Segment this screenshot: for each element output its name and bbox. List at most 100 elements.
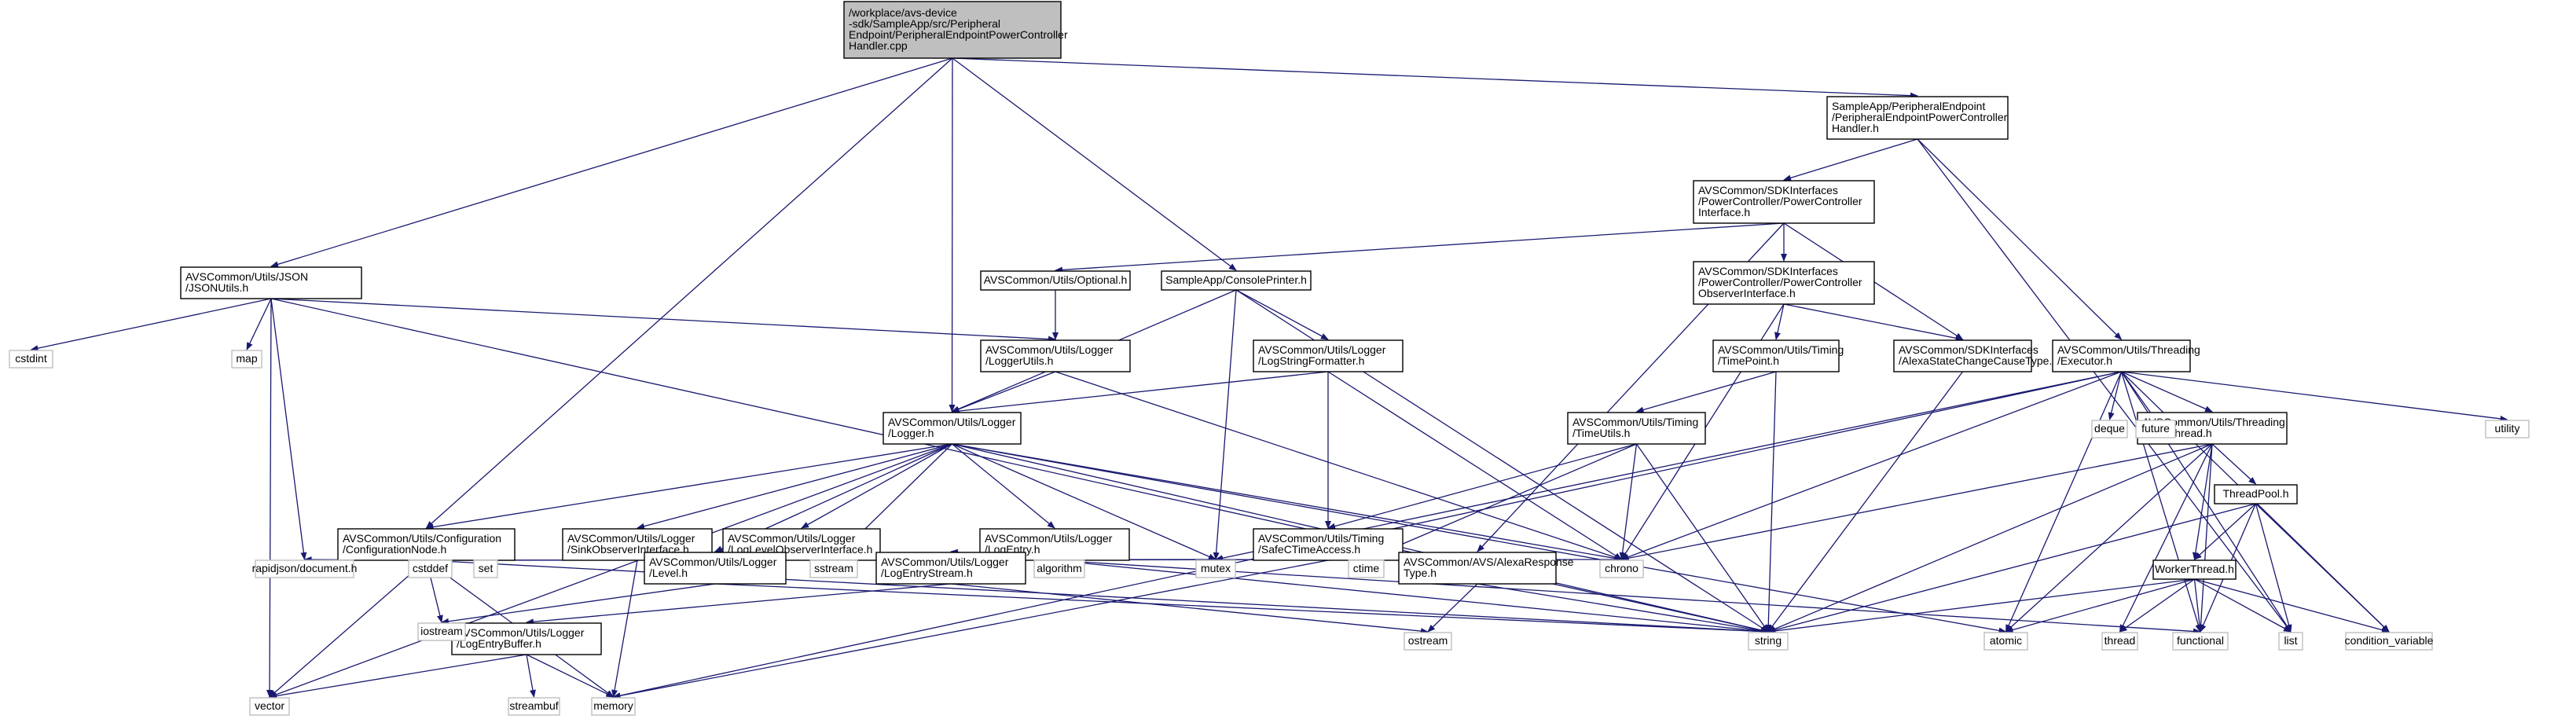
node-box: [980, 339, 1131, 372]
edge-logentrybuffer-to-memory: [526, 654, 615, 698]
node-box: [644, 552, 787, 585]
node-label-line: AVSCommon/Utils/Timing: [1258, 532, 1384, 545]
edge-tasktread-to-functional: [2197, 443, 2213, 633]
node-label-line: /PowerController/PowerController: [1698, 195, 1862, 207]
node-future: future: [2135, 420, 2176, 438]
node-box: [1826, 96, 2009, 140]
node-box: [1161, 270, 1312, 291]
node-label-line: /LogEntryStream.h: [881, 567, 973, 579]
node-sstream: sstream: [809, 559, 858, 578]
node-label-line: rapidjson/document.h: [252, 562, 358, 574]
node-box: [1693, 261, 1875, 305]
node-label-line: AVSCommon/SDKInterfaces: [1698, 265, 1838, 277]
node-executor[interactable]: AVSCommon/Utils/Threading/Executor.h: [2052, 339, 2200, 372]
edge-timepoint-to-timeutils: [1635, 371, 1777, 413]
node-jsonutils[interactable]: AVSCommon/Utils/JSON/JSONUtils.h: [180, 266, 362, 299]
edge-logger-to-sinkobs: [637, 443, 952, 530]
node-label-line: AVSCommon/AVS/AlexaResponse: [1404, 556, 1574, 568]
node-loggerutils[interactable]: AVSCommon/Utils/Logger/LoggerUtils.h: [980, 339, 1131, 372]
edge-alexaresp-to-ostream: [1427, 583, 1478, 633]
edge-timeutils-to-safectime: [1327, 443, 1637, 530]
node-label-line: AVSCommon/Utils/Configuration: [343, 532, 501, 545]
node-console[interactable]: SampleApp/ConsolePrinter.h: [1161, 270, 1312, 291]
node-label-line: /JSONUtils.h: [185, 281, 248, 294]
edge-safectime-to-memory: [612, 559, 1329, 699]
edge-threadpool-to-condvar: [2255, 503, 2390, 633]
node-box: [2052, 339, 2191, 372]
node-logger[interactable]: AVSCommon/Utils/Logger/Logger.h: [883, 412, 1022, 445]
node-confignode[interactable]: AVSCommon/Utils/Configuration/Configurat…: [337, 528, 516, 561]
edge-pcoi-to-ascct: [1783, 303, 1964, 342]
node-box: [2485, 420, 2530, 438]
node-box: [508, 697, 560, 716]
node-safectime[interactable]: AVSCommon/Utils/Timing/SafeCTimeAccess.h: [1253, 528, 1404, 561]
node-label-line: AVSCommon/Utils/JSON: [185, 270, 308, 283]
edge-logger-to-chrono: [952, 443, 1623, 562]
node-timepoint[interactable]: AVSCommon/Utils/Timing/TimePoint.h: [1712, 339, 1844, 372]
node-box: [1893, 339, 2032, 372]
node-timeutils[interactable]: AVSCommon/Utils/Timing/TimeUtils.h: [1567, 412, 1706, 445]
node-label-line: /PeripheralEndpointPowerController: [1832, 111, 2008, 123]
node-box: [451, 622, 602, 655]
node-label-line: Handler.h: [1832, 122, 1879, 134]
node-box: [1253, 339, 1404, 372]
node-threadpool[interactable]: ThreadPool.h: [2214, 484, 2298, 504]
edge-workerthread-to-atomic: [2005, 578, 2195, 633]
node-condvar: condition_variable: [2345, 632, 2434, 651]
node-box: [473, 559, 498, 578]
node-pcoi[interactable]: AVSCommon/SDKInterfaces/PowerController/…: [1693, 261, 1875, 305]
node-box: [9, 350, 53, 369]
node-box: [1748, 632, 1789, 651]
node-label-line: AVSCommon/Utils/Timing: [1572, 416, 1698, 428]
node-box: [875, 552, 1026, 585]
node-label-line: AVSCommon/Utils/Logger: [888, 416, 1016, 428]
node-chrono: chrono: [1599, 559, 1644, 578]
node-logstrfmt[interactable]: AVSCommon/Utils/Logger/LogStringFormatte…: [1253, 339, 1404, 372]
node-functional: functional: [2172, 632, 2229, 651]
node-box: [2278, 632, 2303, 651]
node-ascct[interactable]: AVSCommon/SDKInterfaces/AlexaStateChange…: [1893, 339, 2058, 372]
node-label-line: SampleApp/PeripheralEndpoint: [1832, 100, 1985, 112]
node-box: [1693, 180, 1875, 224]
node-box: [1983, 632, 2028, 651]
edge-workerthread-to-string: [1767, 578, 2195, 634]
edge-confignode-to-vector: [269, 559, 427, 698]
node-box: [2214, 484, 2298, 504]
edge-timeutils-to-chrono: [1619, 443, 1638, 560]
node-box: [2345, 632, 2433, 651]
node-level[interactable]: AVSCommon/Utils/Logger/Level.h: [644, 552, 787, 585]
edge-root-to-console: [952, 57, 1237, 271]
node-label-line: AVSCommon/Utils/Logger: [881, 556, 1009, 568]
edge-logentrybuffer-to-streambuf: [526, 654, 536, 698]
node-label-line: AVSCommon/SDKInterfaces: [1899, 343, 2038, 356]
edge-jsonutils-to-cstdint: [30, 298, 272, 352]
node-tasktread[interactable]: AVSCommon/Utils/Threading/TaskThread.h: [2137, 412, 2288, 445]
node-box: [1398, 552, 1557, 585]
node-box: [2135, 420, 2176, 438]
node-label-line: deque: [2094, 422, 2125, 435]
node-root[interactable]: /workplace/avs-device-sdk/SampleApp/src/…: [843, 1, 1068, 59]
node-streambuf: streambuf: [508, 697, 560, 716]
edge-threadpool-to-workerthread: [2193, 503, 2256, 560]
edge-workerthread-to-condvar: [2194, 578, 2390, 633]
node-pepch[interactable]: SampleApp/PeripheralEndpoint/PeripheralE…: [1826, 96, 2009, 140]
node-label-line: list: [2284, 634, 2297, 647]
node-optional[interactable]: AVSCommon/Utils/Optional.h: [980, 270, 1131, 291]
edge-pepch-to-list: [1917, 138, 2292, 633]
edge-level-to-iostream: [441, 583, 716, 625]
node-pci[interactable]: AVSCommon/SDKInterfaces/PowerController/…: [1693, 180, 1875, 224]
node-logentry[interactable]: AVSCommon/Utils/Logger/LogEntry.h: [979, 528, 1130, 561]
node-logentrybuffer[interactable]: AVSCommon/Utils/Logger/LogEntryBuffer.h: [451, 622, 602, 655]
edge-executor-to-functional: [2120, 371, 2202, 633]
node-label-line: ctime: [1353, 562, 1380, 574]
node-label-line: future: [2141, 422, 2170, 435]
node-workerthread[interactable]: WorkerThread.h: [2152, 559, 2237, 580]
edge-root-to-jsonutils: [270, 57, 953, 268]
node-logentrystream[interactable]: AVSCommon/Utils/Logger/LogEntryStream.h: [875, 552, 1026, 585]
node-label-line: /TimeUtils.h: [1572, 427, 1630, 439]
node-deque: deque: [2091, 420, 2128, 438]
node-label-line: string: [1755, 634, 1782, 647]
edge-threadpool-to-string: [1767, 503, 2256, 633]
node-rapidjson: rapidjson/document.h: [252, 559, 358, 578]
